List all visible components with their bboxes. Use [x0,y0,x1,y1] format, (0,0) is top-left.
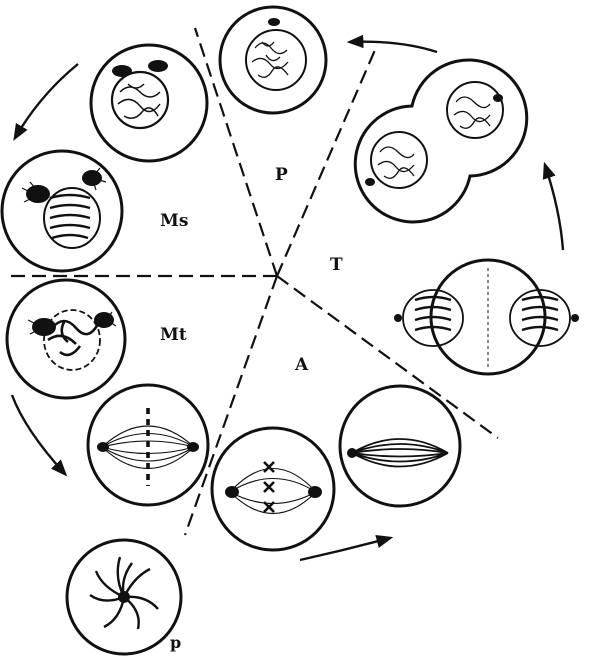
label-mt: Mt [160,325,187,345]
cell-early-anaphase [212,428,334,550]
cell-mt-stage [7,280,125,398]
cell-polar-view [67,540,181,654]
arrow-left-top [15,64,78,138]
cell-metaphase [88,385,208,505]
arrow-bottom [300,538,390,560]
label-p-polar: p [170,633,181,652]
label-a-anaphase: A [294,355,309,375]
cell-daughters [355,60,526,222]
cell-late-prophase [91,45,207,161]
cell-telophase [394,260,579,374]
arrow-right [545,165,563,250]
cell-late-anaphase [340,386,460,506]
cell-ms-stage [2,151,122,271]
arrow-top [350,42,437,52]
cell-prophase [220,7,326,113]
label-ms: Ms [160,211,188,231]
label-p-prophase: P [275,165,288,185]
label-t-telophase: T [330,255,343,275]
arrow-left-bottom [12,395,65,474]
